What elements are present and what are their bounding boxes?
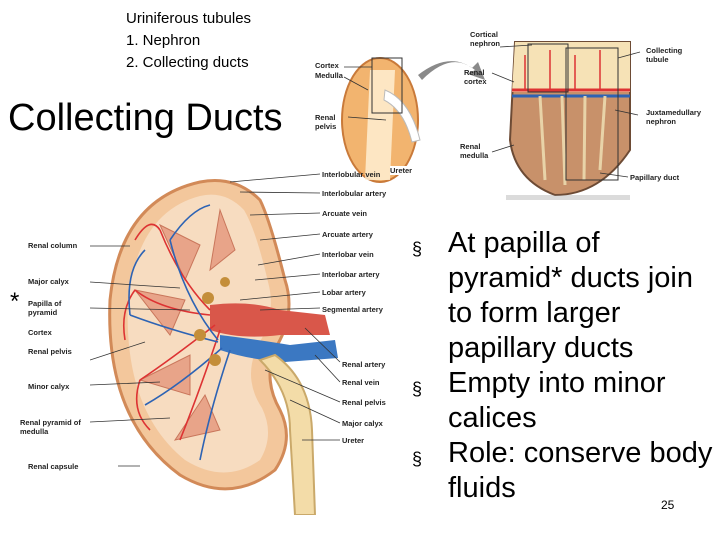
label-renal-vein: Renal vein	[342, 378, 380, 387]
label-interlobar-vein: Interlobar vein	[322, 250, 374, 259]
zoom-arrow	[418, 61, 485, 80]
slide-title: Collecting Ducts	[8, 97, 283, 139]
label-arcuate-artery: Arcuate artery	[322, 230, 373, 239]
label-renal-pyramid: Renal pyramid of medulla	[20, 418, 81, 436]
renal-artery	[210, 303, 330, 337]
label-segmental-artery: Segmental artery	[322, 305, 383, 314]
label-minor-calyx: Minor calyx	[28, 382, 70, 391]
bullet-item: § At papilla of pyramid* ducts join to f…	[412, 226, 720, 366]
bullet-item: § Role: conserve body fluids	[412, 436, 720, 506]
asterisk-marker: *	[10, 288, 20, 315]
label-medulla: Medulla	[315, 71, 343, 80]
bullet-text: Empty into minor calices	[448, 367, 666, 434]
label-renal-pelvis: Renal pelvis	[342, 398, 386, 407]
renal-vein	[220, 335, 338, 362]
small-kidney-ureter	[383, 89, 421, 143]
label-papilla-of-pyramid: Papilla of pyramid	[28, 299, 62, 317]
label-collecting-tubule: Collecting tubule	[646, 46, 683, 64]
bullet-text: At papilla of pyramid* ducts join to for…	[448, 227, 693, 364]
label-major-calyx-right: Major calyx	[342, 419, 383, 428]
bullet-marker: §	[412, 239, 423, 259]
outline-item-collecting-ducts: 2. Collecting ducts	[126, 54, 249, 71]
outline-heading: Uriniferous tubules	[126, 10, 252, 27]
label-interlobular-artery: Interlobular artery	[322, 189, 387, 198]
label-renal-medulla: Renal medulla	[460, 142, 489, 160]
label-renal-column: Renal column	[28, 241, 78, 250]
wedge-highlight-box	[565, 47, 619, 181]
label-lobar-artery: Lobar artery	[322, 288, 366, 297]
label-renal-pelvis-left: Renal pelvis	[28, 347, 72, 356]
label-ureter: Ureter	[342, 436, 365, 445]
label-renal-artery: Renal artery	[342, 360, 386, 369]
outline-item-nephron: 1. Nephron	[126, 32, 201, 49]
small-kidney-pelvis	[365, 70, 395, 180]
label-arcuate-vein: Arcuate vein	[322, 209, 368, 218]
label-renal-pelvis-line2: pelvis	[315, 122, 337, 131]
bullet-list: § At papilla of pyramid* ducts join to f…	[412, 226, 720, 506]
page-number: 25	[661, 498, 675, 512]
label-interlobar-artery: Interlobar artery	[322, 270, 380, 279]
label-papillary-duct: Papillary duct	[630, 173, 680, 182]
label-renal-pelvis-line1: Renal	[315, 113, 336, 122]
wedge-highlight-box-2	[527, 43, 569, 93]
bullet-text: Role: conserve body fluids	[448, 437, 713, 504]
label-major-calyx-left: Major calyx	[28, 277, 69, 286]
ureter	[258, 353, 317, 515]
bullet-marker: §	[412, 379, 423, 399]
label-juxtamedullary-nephron: Juxtamedullary nephron	[646, 108, 702, 126]
label-cortex-left: Cortex	[28, 328, 52, 337]
bullet-marker: §	[412, 449, 423, 469]
nephron-location-illustration	[341, 41, 641, 200]
label-renal-capsule: Renal capsule	[28, 462, 79, 471]
label-ureter-small: Ureter	[390, 166, 413, 175]
label-interlobular-vein: Interlobular vein	[322, 170, 381, 179]
label-cortex: Cortex	[315, 61, 339, 70]
outline: Uriniferous tubules 1. Nephron 2. Collec…	[126, 8, 251, 74]
label-renal-cortex: Renal cortex	[464, 68, 487, 86]
wedge-cortex	[512, 42, 630, 92]
label-cortical-nephron: Cortical nephron	[470, 30, 500, 48]
small-kidney-highlight-box	[371, 57, 403, 114]
bullet-item: § Empty into minor calices	[412, 366, 720, 436]
kidney-section-illustration	[90, 173, 341, 515]
